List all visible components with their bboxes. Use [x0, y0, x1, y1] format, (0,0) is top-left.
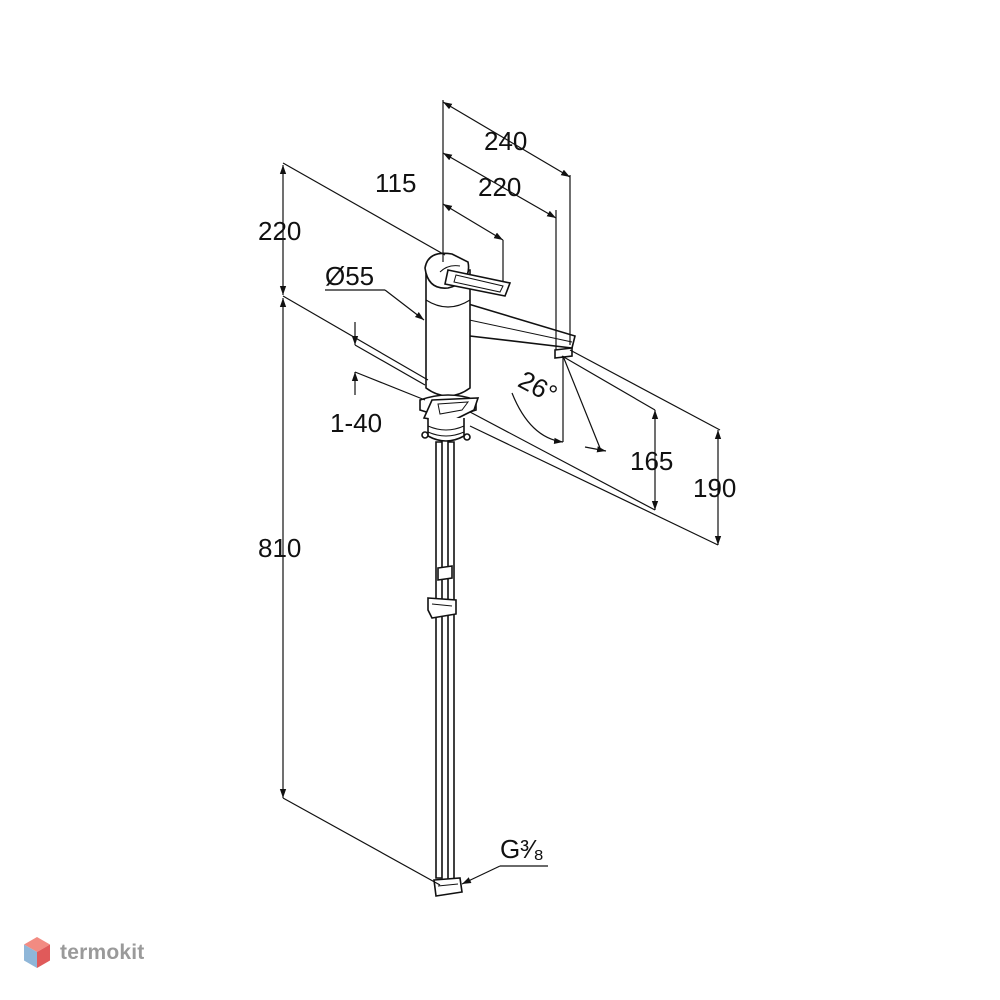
label-220-height: 220	[258, 216, 301, 246]
label-diameter: Ø55	[325, 261, 374, 291]
label-190: 190	[693, 473, 736, 503]
hose-left	[435, 441, 443, 879]
faucet-body	[419, 252, 576, 897]
dimension-lines	[279, 100, 722, 886]
label-810: 810	[258, 533, 301, 563]
brand-name: termokit	[60, 941, 145, 964]
label-220-width: 220	[478, 172, 521, 202]
label-angle: 26°	[514, 364, 563, 409]
hose-connector	[433, 877, 463, 897]
label-240: 240	[484, 126, 527, 156]
hose-bracket	[427, 597, 457, 619]
spout	[454, 298, 576, 349]
cylinder	[425, 269, 471, 397]
label-165: 165	[630, 446, 673, 476]
label-deck-thickness: 1-40	[330, 408, 382, 438]
hexagon-logo-icon	[24, 937, 50, 968]
hose-right	[447, 441, 455, 881]
label-115: 115	[375, 168, 416, 198]
brand-watermark: termokit	[22, 935, 144, 971]
label-thread: G³⁄₈	[500, 834, 544, 864]
